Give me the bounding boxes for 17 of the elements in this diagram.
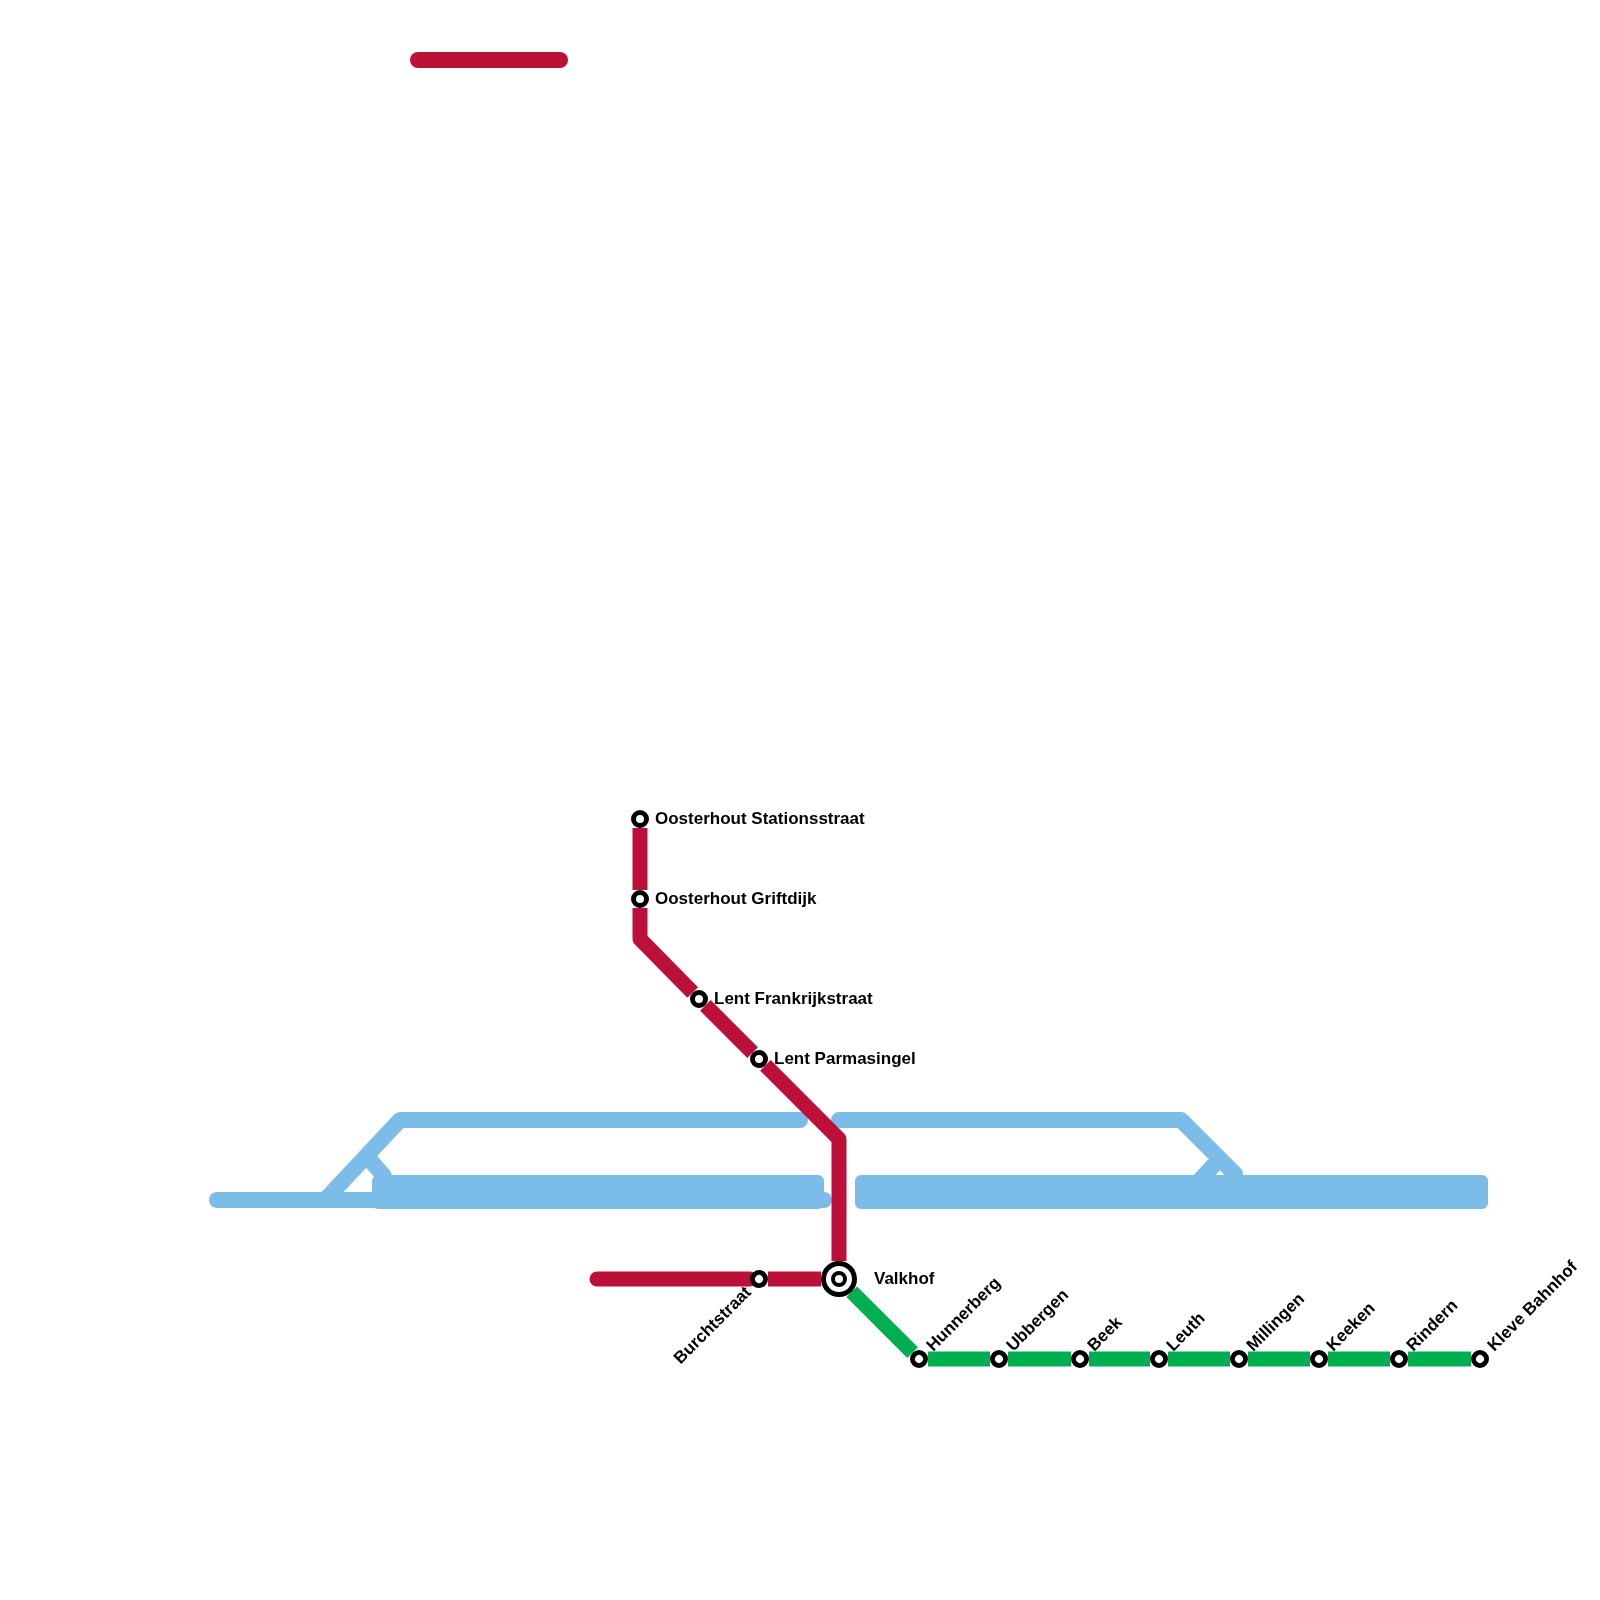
station-label: Lent Parmasingel (774, 1049, 916, 1069)
station-label: Oosterhout Griftdijk (655, 889, 817, 909)
route-line (1089, 1351, 1150, 1367)
route-line (632, 908, 699, 998)
station-label: Lent Frankrijkstraat (714, 989, 873, 1009)
route-line (1408, 1351, 1471, 1367)
route-line (700, 1000, 758, 1058)
route-line (1248, 1351, 1310, 1367)
route-line (1168, 1351, 1230, 1367)
route-line (846, 1286, 918, 1358)
route-line (928, 1351, 990, 1367)
route-line (1328, 1351, 1390, 1367)
route-line (632, 828, 648, 890)
route-line (1008, 1351, 1071, 1367)
route-line (760, 1060, 847, 1261)
route-line (768, 1271, 821, 1287)
station-label: Oosterhout Stationsstraat (655, 809, 865, 829)
